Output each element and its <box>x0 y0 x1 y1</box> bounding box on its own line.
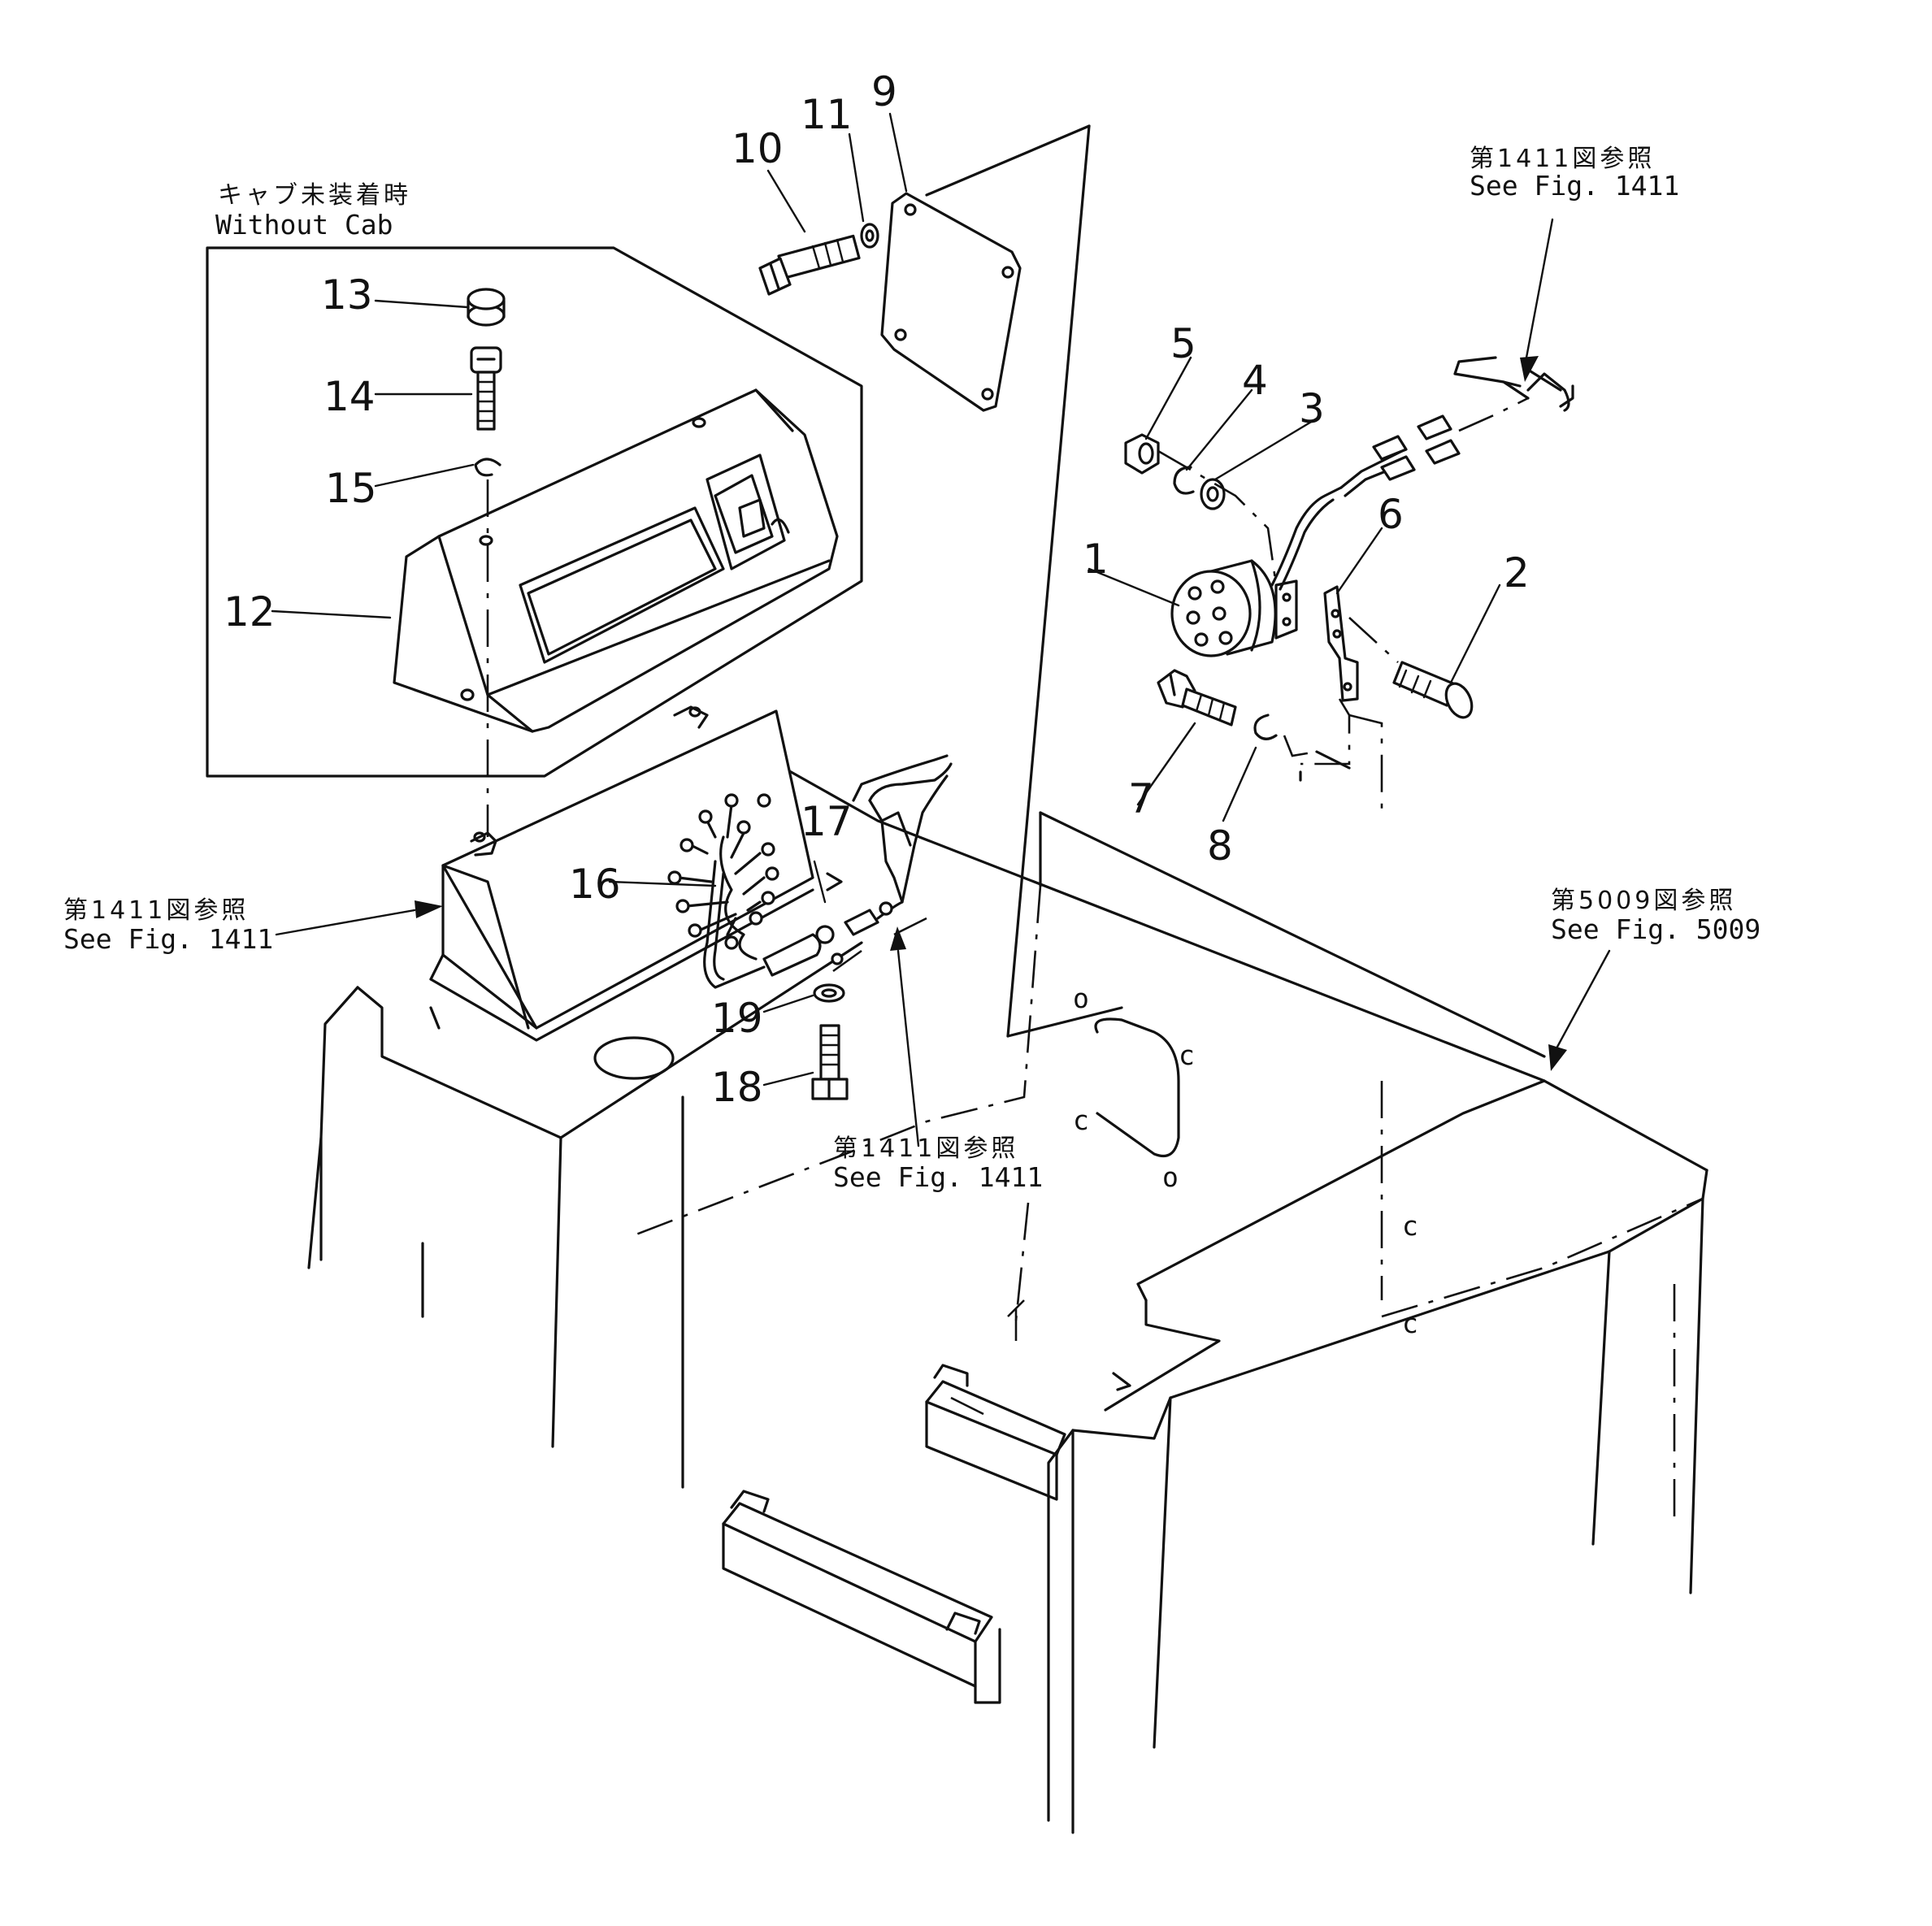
side-panel <box>925 124 1123 1321</box>
callout-8: 8 <box>1207 822 1233 870</box>
washer-part-4 <box>1173 466 1195 495</box>
callout-6: 6 <box>1378 491 1404 538</box>
bolt-part-10 <box>758 234 861 296</box>
svg-text:o: o <box>1073 983 1089 1014</box>
reference-labels: 第1411図参照 See Fig. 1411 第1411図参照 See Fig.… <box>63 145 1761 1193</box>
without-cab-label-en: Without Cab <box>215 209 393 241</box>
callout-17: 17 <box>801 798 853 845</box>
callout-9: 9 <box>871 68 897 115</box>
callout-19: 19 <box>711 995 763 1042</box>
bracket-part-6 <box>1323 585 1359 702</box>
cabinet-structure: o c c o c c <box>633 746 1708 1834</box>
washer-part-19 <box>813 983 845 1003</box>
ref-center-jp: 第1411図参照 <box>833 1134 1018 1163</box>
bolt-part-18 <box>811 1024 849 1100</box>
callout-2: 2 <box>1504 549 1530 596</box>
ref-top-right-jp: 第1411図参照 <box>1470 145 1655 173</box>
ref-left-jp: 第1411図参照 <box>63 896 249 925</box>
callout-15: 15 <box>325 465 377 512</box>
cover-part-12 <box>393 388 839 837</box>
bolt-part-14 <box>470 346 502 431</box>
component-part-1 <box>1170 559 1298 657</box>
ref-right-jp: 第5009図参照 <box>1551 887 1736 915</box>
callout-7: 7 <box>1128 775 1154 822</box>
assembly-lines <box>832 449 1399 973</box>
svg-text:c: c <box>1402 1308 1418 1339</box>
console-body <box>307 941 863 1489</box>
reference-arrows <box>275 218 1611 1147</box>
connector-part-17 <box>844 754 953 936</box>
washer-part-8 <box>1253 714 1278 740</box>
callout-10: 10 <box>732 125 784 172</box>
monitor-panel-housing <box>429 705 843 1042</box>
wiring-harness-part-16 <box>667 793 844 989</box>
nut-part-5 <box>1124 433 1160 475</box>
without-cab-inset: キャブ未装着時 Without Cab <box>206 181 863 778</box>
callout-12: 12 <box>224 588 276 635</box>
svg-text:c: c <box>1073 1104 1089 1136</box>
callout-14: 14 <box>323 373 376 420</box>
callout-11: 11 <box>801 91 853 138</box>
callout-13: 13 <box>321 271 373 319</box>
ref-left-en: See Fig. 1411 <box>63 923 273 955</box>
callout-numbers: 1 2 3 4 5 6 7 8 9 10 11 12 13 14 15 16 1… <box>224 68 1530 1111</box>
ref-top-right-en: See Fig. 1411 <box>1470 170 1679 202</box>
ref-center-en: See Fig. 1411 <box>833 1161 1043 1193</box>
svg-text:c: c <box>1179 1039 1195 1071</box>
without-cab-label-jp: キャブ未装着時 <box>218 181 411 210</box>
floor-brackets <box>722 1364 1066 1704</box>
wire-to-part-1 <box>1270 356 1574 591</box>
bolt-part-2 <box>1392 661 1474 719</box>
washer-part-11 <box>860 223 879 249</box>
svg-text:c: c <box>1402 1210 1418 1242</box>
callout-5: 5 <box>1170 320 1196 367</box>
callout-18: 18 <box>711 1064 763 1111</box>
callout-3: 3 <box>1299 385 1325 432</box>
callout-1: 1 <box>1083 536 1109 583</box>
callout-4: 4 <box>1242 357 1268 404</box>
cap-part-13 <box>467 288 506 327</box>
svg-text:o: o <box>1162 1161 1179 1193</box>
washer-part-15 <box>474 458 501 477</box>
ref-right-en: See Fig. 5009 <box>1551 913 1761 945</box>
washer-part-3 <box>1200 478 1226 510</box>
callout-16: 16 <box>569 861 621 908</box>
bolt-part-7 <box>1157 669 1237 727</box>
leader-lines <box>271 112 1501 1087</box>
plate-part-9 <box>880 192 1022 412</box>
